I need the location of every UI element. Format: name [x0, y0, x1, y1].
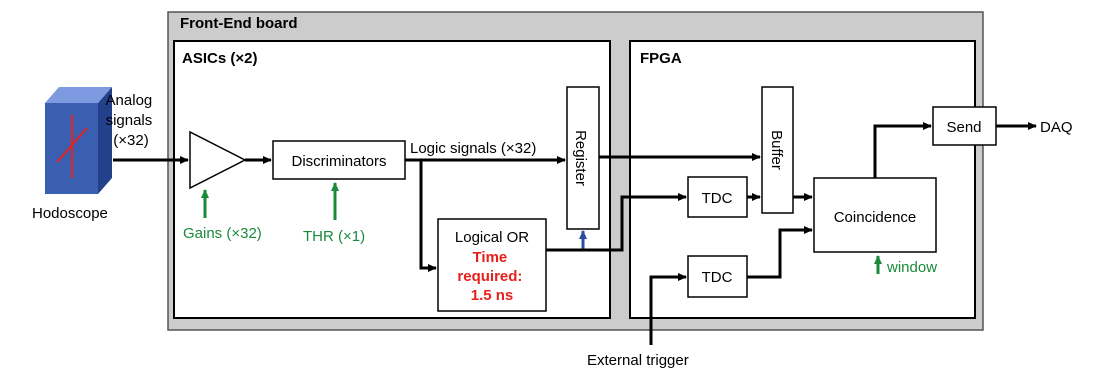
tdc-label-2: TDC	[702, 269, 733, 286]
register-box	[566, 86, 600, 230]
send-label: Send	[946, 119, 981, 136]
coincidence-to-send-arrow	[873, 122, 932, 178]
gains-label: Gains (×32)	[183, 225, 262, 242]
or-to-tdc-arrow	[546, 193, 687, 252]
thr-label: THR (×1)	[303, 228, 365, 245]
register-label: Register	[572, 130, 589, 186]
tdc-label-1: TDC	[702, 190, 733, 207]
window-label: window	[886, 259, 937, 276]
external-trigger-label: External trigger	[587, 352, 689, 369]
daq-label: DAQ	[1040, 119, 1073, 136]
tdc2-to-coincidence-arrow	[747, 226, 813, 279]
discriminators-box	[272, 140, 406, 180]
tdc-box-2	[687, 255, 748, 298]
coincidence-label: Coincidence	[834, 209, 917, 226]
hodoscope-icon	[45, 87, 112, 194]
logical-or-box	[437, 218, 547, 312]
asics-title: ASICs (×2)	[182, 50, 257, 67]
logic-signals-label: Logic signals (×32)	[410, 140, 536, 157]
time-required-label: Time required: 1.5 ns	[457, 249, 526, 304]
hodoscope-label: Hodoscope	[32, 205, 108, 222]
buffer-box	[761, 86, 794, 214]
buffer-label: Buffer	[768, 130, 785, 170]
to-logical-or-arrow	[419, 160, 437, 272]
analog-signals-label: Analog signals (×32)	[106, 92, 157, 149]
fpga-title: FPGA	[640, 50, 682, 67]
frontend-title: Front-End board	[180, 15, 297, 32]
external-trigger-arrow	[649, 273, 687, 345]
amplifier-icon	[189, 130, 247, 190]
discriminators-label: Discriminators	[291, 153, 386, 170]
logical-or-label: Logical OR	[455, 229, 529, 246]
